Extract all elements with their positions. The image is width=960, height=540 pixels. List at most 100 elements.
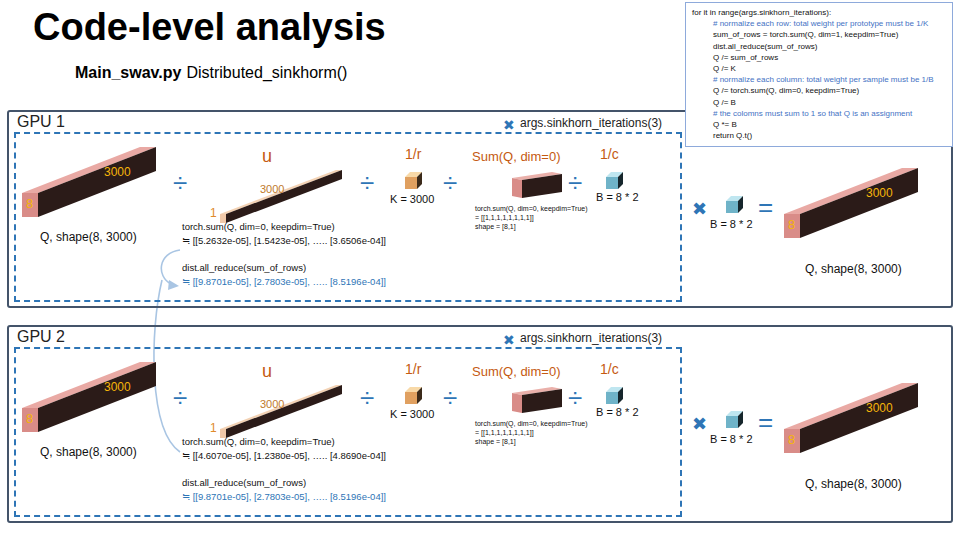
tensor-bar (22, 147, 157, 219)
bar-face (784, 214, 800, 238)
code-line: sum_of_rows = torch.sum(Q, dim=1, keepdi… (713, 30, 898, 40)
code-line: for it in range(args.sinkhorn_iterations… (692, 8, 831, 18)
code-text: dist.all_reduce(sum_of_rows) (182, 263, 306, 274)
equals-sign: = (758, 409, 773, 435)
bar-face (800, 383, 918, 453)
symbol-label: Sum(Q, dim=0) (472, 365, 561, 380)
q-tensor-bar: 8 3000 (22, 147, 157, 219)
value-list: ≒ [[5.2632e-05], [1.5423e-05], ….. [3.65… (182, 236, 386, 247)
file-name: Main_swav.py (75, 64, 181, 82)
shape-caption: Q, shape(8, 3000) (40, 231, 137, 245)
symbol-label: Sum(Q, dim=0) (472, 150, 561, 165)
divide-sign: ÷ (360, 170, 374, 196)
code-line: return Q.t() (713, 131, 752, 141)
divide-sign: ÷ (568, 385, 582, 411)
code-text: torch.sum(Q, dim=0, keepdim=True) (182, 222, 335, 233)
multiply-sign: ✖ (503, 332, 515, 348)
code-line: Q /= B (713, 98, 736, 108)
dimension-label: B = 8 * 2 (596, 191, 639, 204)
sum-bar (512, 172, 562, 198)
multiply-sign: ✖ (692, 199, 707, 220)
dimension-number: 1 (210, 422, 217, 436)
bar-face (220, 385, 342, 429)
q-tensor-bar: 8 3000 (784, 383, 919, 455)
bar-face (226, 170, 342, 223)
dimension-label: B = 8 * 2 (596, 406, 639, 419)
value-list: ≒ [[9.8701e-05], [2.7803e-05], ….. [8.51… (182, 492, 386, 503)
dimension-label: B = 8 * 2 (710, 433, 753, 446)
code-box: for it in range(args.sinkhorn_iterations… (685, 2, 953, 147)
divide-sign: ÷ (568, 170, 582, 196)
equals-sign: = (758, 194, 773, 220)
bar-face (800, 168, 918, 238)
tensor-bar (784, 168, 919, 240)
divide-sign: ÷ (360, 385, 374, 411)
tensor-bar (210, 170, 342, 224)
symbol-label: 1/r (405, 146, 421, 162)
cube-icon (405, 172, 422, 189)
bar-face (226, 385, 342, 438)
code-line: Q /= sum_of_rows (713, 53, 778, 63)
dimension-label: B = 8 * 2 (710, 218, 753, 231)
value-list: = [[1,1,1,1,1,1,1,1]] (475, 429, 534, 437)
code-line: Q *= B (713, 120, 737, 130)
tensor-bar (784, 383, 919, 455)
u-tensor-bar: 1 3000 (210, 385, 342, 439)
code-text: shape = [8,1] (475, 438, 516, 446)
code-comment: # the colomns must sum to 1 so that Q is… (713, 109, 912, 119)
divide-sign: ÷ (173, 170, 187, 196)
code-line: dist.all_reduce(sum_of_rows) (713, 42, 818, 52)
dimension-number: 3000 (866, 187, 893, 201)
symbol-label: 1/r (405, 361, 421, 377)
tensor-bar (22, 362, 157, 434)
code-text: shape = [8,1] (475, 223, 516, 231)
code-text: torch.sum(Q, dim=0, keepdim=True) (475, 205, 588, 213)
panel-title: GPU 1 (17, 113, 65, 131)
value-list: ≒ [[9.8701e-05], [2.7803e-05], ….. [8.51… (182, 277, 386, 288)
bar-face (784, 429, 800, 453)
dimension-number: 8 (26, 412, 33, 427)
q-tensor-bar: 8 3000 (22, 362, 157, 434)
code-comment: # normalize each row: total weight per p… (713, 19, 928, 29)
shape-caption: Q, shape(8, 3000) (40, 446, 137, 460)
dimension-number: 3000 (260, 398, 284, 411)
cube-icon (606, 387, 623, 404)
dimension-number: 3000 (260, 183, 284, 196)
bar-face (22, 193, 38, 217)
shape-caption: Q, shape(8, 3000) (805, 263, 902, 277)
divide-sign: ÷ (443, 385, 457, 411)
shape-caption: Q, shape(8, 3000) (805, 478, 902, 492)
loop-heading: args.sinkhorn_iterations(3) (520, 117, 662, 131)
loop-heading: args.sinkhorn_iterations(3) (520, 332, 662, 346)
symbol-label: u (262, 146, 272, 167)
leader-curve (161, 250, 180, 284)
code-text: dist.all_reduce(sum_of_rows) (182, 478, 306, 489)
divide-sign: ÷ (443, 170, 457, 196)
multiply-sign: ✖ (692, 414, 707, 435)
dimension-number: 3000 (104, 381, 131, 395)
bar-face (38, 147, 156, 217)
page-title: Code-level analysis (33, 6, 386, 50)
code-line: Q /= torch.sum(Q, dim=0, keepdim=True) (713, 86, 859, 96)
divide-sign: ÷ (173, 385, 187, 411)
dimension-number: 8 (26, 197, 33, 212)
symbol-label: 1/c (600, 146, 619, 162)
cube-icon (405, 387, 422, 404)
dimension-number: 8 (788, 218, 795, 233)
panel-title: GPU 2 (17, 328, 65, 346)
dimension-number: 3000 (104, 166, 131, 180)
symbol-label: 1/c (600, 361, 619, 377)
multiply-sign: ✖ (503, 117, 515, 133)
symbol-label: u (262, 361, 272, 382)
cube-icon (726, 196, 743, 213)
dimension-number: 3000 (866, 402, 893, 416)
value-list: ≒ [[4.6070e-05], [1.2380e-05], ….. [4.86… (182, 451, 386, 462)
dimension-label: K = 3000 (390, 408, 434, 421)
cube-icon (606, 172, 623, 189)
code-text: torch.sum(Q, dim=0, keepdim=True) (182, 437, 335, 448)
q-tensor-bar: 8 3000 (784, 168, 919, 240)
bar-face (22, 408, 38, 432)
tensor-bar (210, 385, 342, 439)
function-name: Distributed_sinkhorm() (186, 64, 347, 82)
dimension-number: 8 (788, 433, 795, 448)
